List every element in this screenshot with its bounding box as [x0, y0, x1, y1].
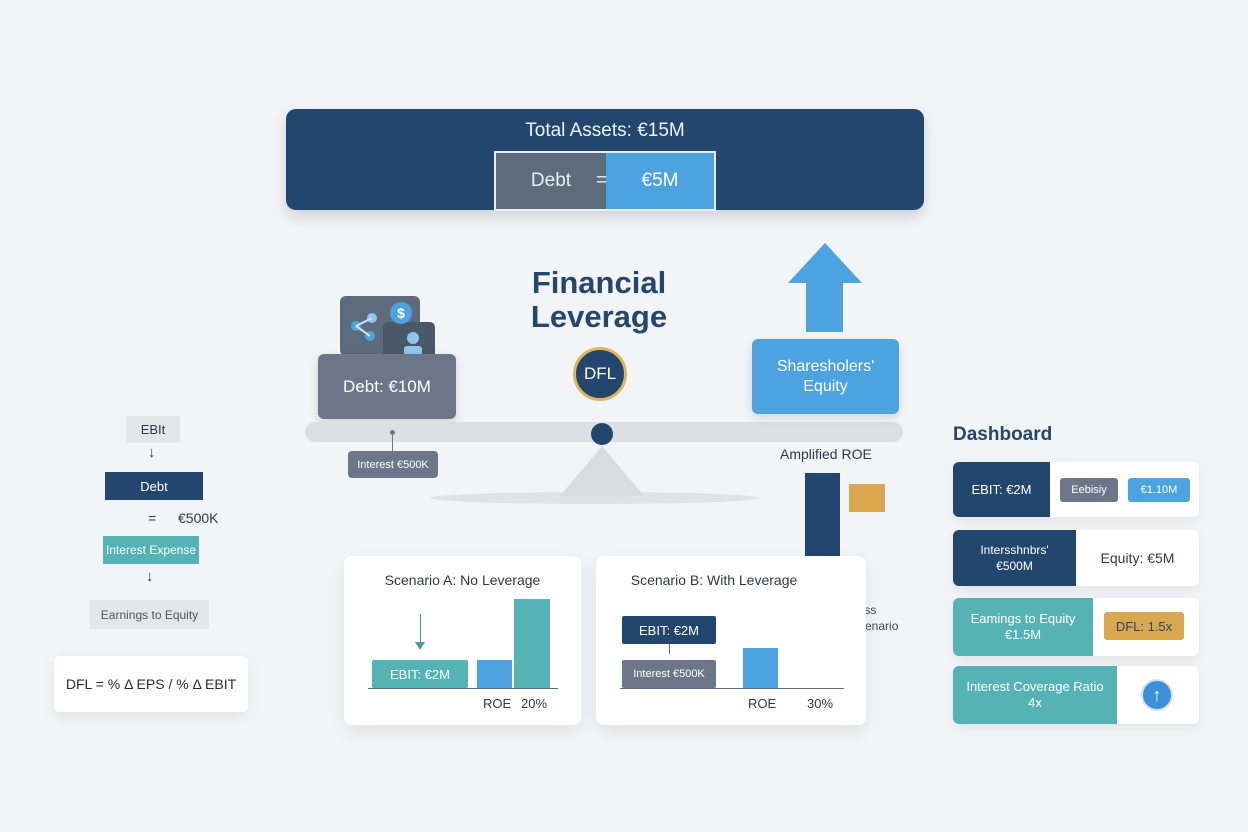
dash-coverage-line-1: Interest Coverage Ratio — [966, 679, 1104, 694]
dash-earnings: Eamings to Equity€1.5M — [953, 598, 1093, 656]
split-debt-label: Debt — [496, 153, 606, 209]
total-assets-title: Total Assets: €15M — [525, 120, 685, 141]
scenario-a-arrow — [420, 614, 421, 646]
equity-card: Sharesholers' Equity — [752, 339, 899, 414]
dollar-icon: $ — [390, 302, 412, 324]
seesaw-fulcrum — [560, 446, 644, 496]
scenario-a-ebit: EBIT: €2M — [372, 660, 468, 688]
scenario-b-card: Scenario B: With Leverage EBIT: €2M Inte… — [596, 556, 866, 725]
debt-card: Debt: €10M — [318, 354, 456, 419]
dash-pill-2: €1.10M — [1128, 478, 1190, 502]
dash-dfl: DFL: 1.5x — [1104, 612, 1184, 640]
dfl-formula: DFL = % Δ EPS / % Δ EBIT — [54, 656, 248, 712]
total-assets-panel: Total Assets: €15M Debt €5M = — [286, 109, 924, 211]
flow-equals: = — [148, 510, 157, 526]
dashboard-row-ebit: EBIT: €2M Eebisiy €1.10M — [953, 462, 1199, 517]
scenario-b-title: Scenario B: With Leverage — [630, 572, 798, 588]
interest-tag: Interest €500K — [348, 451, 438, 478]
equity-line-1: Sharesholers' — [776, 357, 875, 375]
dashboard-row-interest: Intersshnbrs' €500M Equity: €5M — [953, 530, 1199, 586]
scenario-b-axis — [620, 688, 844, 689]
split-equals: = — [596, 170, 608, 191]
flow-debt: Debt — [105, 472, 203, 500]
seesaw-shadow — [430, 492, 760, 504]
title-line-2: Leverage — [530, 299, 668, 334]
scenario-a-card: Scenario A: No Leverage EBIT: €2M ROE 20… — [344, 556, 581, 725]
dash-pill-1: Eebisiy — [1060, 478, 1118, 502]
dfl-badge: DFL — [573, 347, 627, 401]
flow-ebit: EBIt — [126, 416, 180, 443]
flow-amount: €500K — [178, 510, 219, 526]
amplified-roe-label: Amplified ROE — [780, 446, 872, 462]
dash-interest-line-1: Intersshnbrs' — [980, 543, 1049, 557]
up-arrow-icon — [788, 243, 862, 283]
flow-interest-expense: Interest Expense — [103, 536, 199, 564]
seesaw-pivot — [591, 423, 613, 445]
flow-arrow-2: ↓ — [146, 568, 154, 585]
scenario-b-pct: 30% — [807, 696, 834, 711]
scenario-a-bar-1 — [477, 660, 512, 688]
scenario-a-roe: ROE — [483, 696, 512, 711]
dash-earnings-line-2: €1.5M — [1004, 627, 1042, 642]
equity-line-2: Equity — [803, 377, 848, 395]
page-title: Financial Leverage — [494, 266, 704, 334]
interest-connector — [392, 432, 393, 451]
network-graphic — [351, 313, 377, 341]
scenario-a-pct: 20% — [521, 696, 548, 711]
flow-earnings: Earnings to Equity — [90, 600, 209, 629]
scenario-a-axis — [368, 688, 558, 689]
scenario-b-bar-1 — [743, 648, 778, 688]
flag-icon — [849, 484, 885, 512]
split-amount: €5M — [606, 153, 714, 209]
scenario-a-title: Scenario A: No Leverage — [384, 572, 541, 588]
dash-earnings-line-1: Eamings to Equity — [970, 611, 1076, 626]
title-line-1: Financial — [531, 265, 667, 300]
scenario-b-arrow — [669, 644, 670, 654]
scenario-a-bar-2 — [514, 599, 550, 688]
dashboard-row-earnings: Eamings to Equity€1.5M DFL: 1.5x — [953, 598, 1199, 656]
dash-interest-line-2: €500M — [996, 559, 1033, 573]
scenario-b-ebit: EBIT: €2M — [622, 616, 716, 644]
interest-connector-dot — [390, 430, 395, 435]
scenario-b-interest: Interest €500K — [622, 660, 716, 688]
scenario-a-arrowhead — [415, 642, 425, 650]
scenario-b-roe: ROE — [748, 696, 777, 711]
flow-arrow-1: ↓ — [148, 444, 156, 461]
debt-equity-split: Debt €5M = — [494, 151, 716, 211]
dash-ebit: EBIT: €2M — [953, 462, 1050, 517]
arrow-up-icon[interactable]: ↑ — [1141, 679, 1173, 711]
dash-coverage-line-2: 4x — [1028, 695, 1042, 710]
dashboard-title: Dashboard — [953, 424, 1053, 445]
up-arrow-stem — [806, 282, 843, 332]
dash-equity: Equity: €5M — [1100, 550, 1175, 566]
dash-interest: Intersshnbrs' €500M — [953, 530, 1076, 586]
